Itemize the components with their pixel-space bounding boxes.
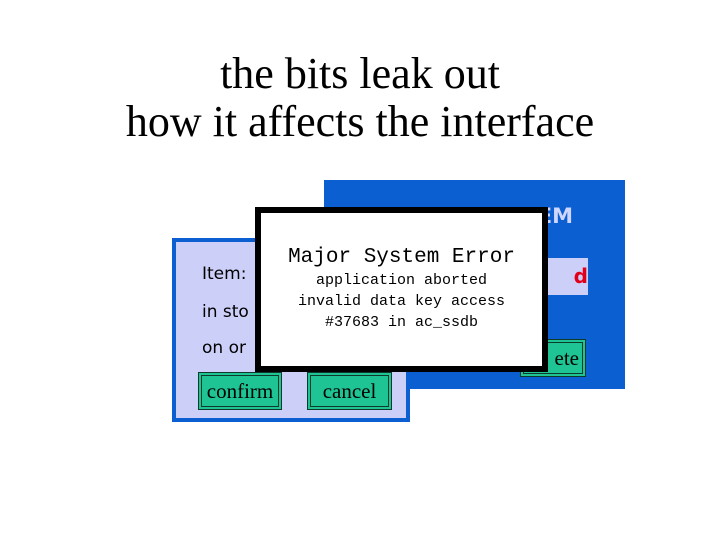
cancel-button[interactable]: cancel [307, 372, 392, 410]
on-order-label: on or [202, 338, 246, 358]
error-message-line-3: #37683 in ac_ssdb [324, 314, 479, 331]
error-dialog: Major System Error application aborted i… [255, 207, 548, 372]
confirm-button[interactable]: confirm [198, 372, 282, 410]
in-stock-label: in sto [202, 302, 249, 322]
error-message-line-1: application aborted [315, 272, 488, 289]
error-message-line-2: invalid data key access [297, 293, 506, 310]
slide-title-line-1: the bits leak out [220, 49, 500, 98]
item-label: Item: [202, 264, 247, 284]
error-title: Major System Error [288, 246, 515, 269]
slide-title-line-2: how it affects the interface [125, 97, 595, 146]
status-field: d [544, 258, 588, 295]
